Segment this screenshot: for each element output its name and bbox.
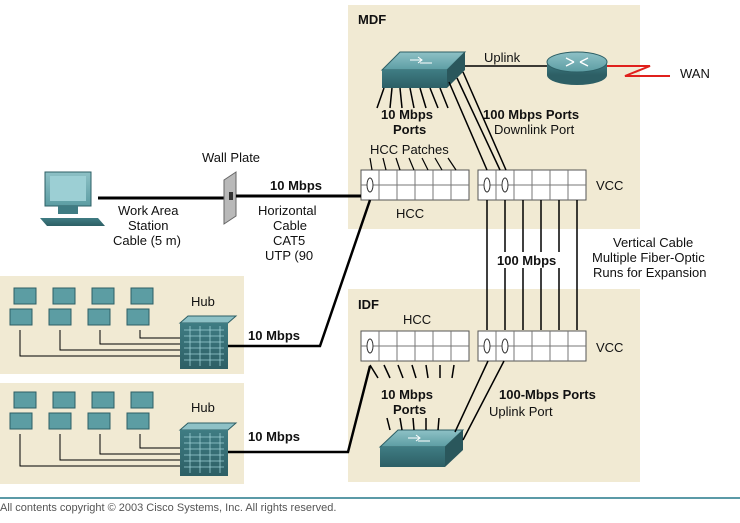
hcc-patches-label: HCC Patches bbox=[370, 142, 449, 157]
footer-rule bbox=[0, 497, 740, 499]
workstation-icon bbox=[40, 171, 105, 226]
idf-hcc-patch-panel bbox=[360, 330, 470, 362]
idf-ports-label-2: Ports bbox=[393, 402, 426, 417]
vertical-label-3: Runs for Expansion bbox=[593, 265, 706, 280]
vertical-label-1: Vertical Cable bbox=[613, 235, 693, 250]
work-area-label-3: Cable (5 m) bbox=[113, 233, 181, 248]
copyright-footer: All contents copyright © 2003 Cisco Syst… bbox=[0, 502, 337, 514]
wan-label: WAN bbox=[680, 66, 710, 81]
hundred-mbps-label: 100 Mbps bbox=[497, 253, 556, 268]
hcc-top-label: HCC bbox=[396, 206, 424, 221]
idf-100-label-2: Uplink Port bbox=[489, 404, 553, 419]
ten-mbps-top-label: 10 Mbps bbox=[270, 178, 322, 193]
mdf-switch-icon bbox=[380, 51, 467, 88]
work-area-label-1: Work Area bbox=[118, 203, 179, 218]
hub2-icon bbox=[178, 422, 238, 476]
hub1-label: Hub bbox=[191, 294, 215, 309]
mdf-100-label-1: 100 Mbps Ports bbox=[483, 107, 579, 122]
hcc-idf-label: HCC bbox=[403, 312, 431, 327]
idf-switch-icon bbox=[378, 429, 465, 467]
horizontal-label-3: CAT5 bbox=[273, 233, 305, 248]
vcc-top-label: VCC bbox=[596, 178, 623, 193]
horizontal-label-1: Horizontal bbox=[258, 203, 317, 218]
router-icon bbox=[546, 51, 608, 85]
horizontal-label-2: Cable bbox=[273, 218, 307, 233]
uplink-label: Uplink bbox=[484, 50, 521, 65]
mdf-vcc-patch-panel bbox=[477, 169, 587, 201]
mdf-ports-label-1: 10 Mbps bbox=[381, 107, 433, 122]
vcc-idf-label: VCC bbox=[596, 340, 623, 355]
vertical-label-2: Multiple Fiber-Optic bbox=[592, 250, 705, 265]
hub2-label: Hub bbox=[191, 400, 215, 415]
wall-plate-icon bbox=[223, 171, 237, 225]
work-area-label-2: Station bbox=[128, 218, 168, 233]
idf-100-label-1: 100-Mbps Ports bbox=[499, 387, 596, 402]
mdf-ports-label-2: Ports bbox=[393, 122, 426, 137]
mdf-100-label-2: Downlink Port bbox=[494, 122, 575, 137]
wall-plate-label: Wall Plate bbox=[202, 150, 260, 165]
idf-ports-label-1: 10 Mbps bbox=[381, 387, 433, 402]
mdf-label: MDF bbox=[358, 12, 386, 27]
ten-mbps-hub2-label: 10 Mbps bbox=[248, 429, 300, 444]
hub1-icon bbox=[178, 315, 238, 369]
hub2-workstations bbox=[9, 391, 154, 430]
ten-mbps-hub1-label: 10 Mbps bbox=[248, 328, 300, 343]
hub1-workstations bbox=[9, 287, 154, 326]
horizontal-label-4: UTP (90 bbox=[265, 248, 313, 263]
idf-label: IDF bbox=[358, 297, 379, 312]
idf-vcc-patch-panel bbox=[477, 330, 587, 362]
mdf-hcc-patch-panel bbox=[360, 169, 470, 201]
wan-link-icon bbox=[607, 65, 670, 77]
